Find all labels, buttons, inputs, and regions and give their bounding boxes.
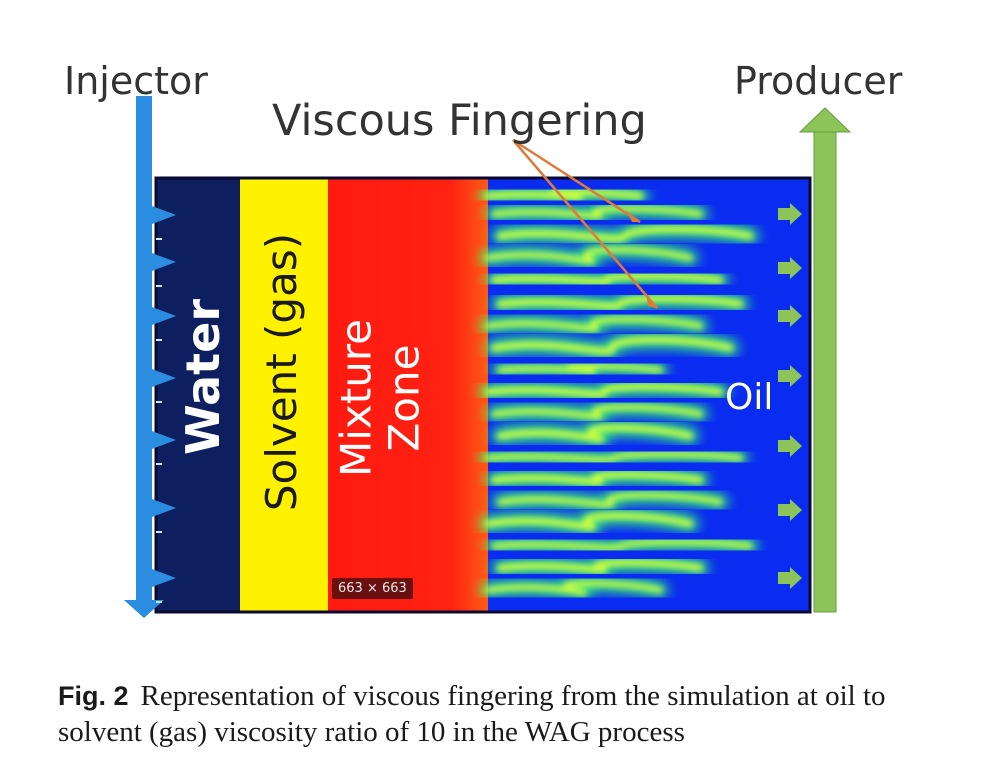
flow-arrow-icon [152, 369, 176, 387]
flow-arrow-icon [778, 365, 802, 387]
dimension-badge: 663 × 663 [332, 578, 413, 599]
finger [491, 290, 749, 315]
domain-outline [154, 176, 812, 614]
finger [485, 331, 739, 360]
flow-arrow-icon [152, 569, 176, 587]
flow-arrow-icon [778, 435, 802, 457]
finger [485, 267, 729, 290]
finger [486, 399, 708, 425]
finger [479, 378, 729, 403]
injector-pipe [124, 96, 164, 618]
finger [479, 507, 699, 536]
flow-arrow-icon [152, 307, 176, 325]
flow-arrow-icon [778, 257, 802, 279]
finger [480, 241, 698, 270]
caption-label: Fig. 2 [58, 681, 129, 711]
finger [491, 220, 759, 248]
mixture-label-line2: Zone [380, 344, 429, 452]
finger [491, 554, 709, 579]
finger [492, 487, 728, 513]
flow-arrow-icon [152, 253, 176, 271]
injector-down-arrow [124, 600, 164, 618]
finger [492, 358, 668, 380]
finger [485, 466, 709, 491]
injection-arrows [152, 206, 176, 603]
finger [486, 534, 758, 556]
flow-arrow-icon [778, 499, 802, 521]
mixture-label-line1: Mixture [331, 318, 381, 478]
viscous-fingers [479, 183, 759, 601]
producer-up-arrow [798, 107, 852, 133]
finger [486, 200, 708, 224]
producer-pipe [798, 107, 852, 613]
water-zone [156, 178, 240, 612]
flow-arrow-icon [778, 203, 802, 225]
finger [480, 446, 748, 468]
flow-arrow-icon [778, 567, 802, 589]
flow-arrow-icon [152, 206, 176, 224]
water-label: Water [176, 298, 230, 456]
oil-label: Oil [725, 377, 774, 418]
solvent-zone [240, 178, 328, 612]
mixture-zone [328, 178, 498, 612]
finger [479, 183, 649, 206]
finger [491, 419, 699, 448]
producer-label: Producer [734, 59, 903, 103]
flow-arrow-icon [778, 305, 802, 327]
injector-label: Injector [64, 59, 208, 103]
solvent-label: Solvent (gas) [257, 232, 306, 512]
flow-arrow-icon [152, 499, 176, 517]
finger [480, 311, 708, 337]
flow-arrow-icon [152, 431, 176, 449]
caption-text: Representation of viscous fingering from… [58, 680, 886, 749]
finger [480, 575, 668, 601]
production-arrows [778, 203, 802, 589]
mixture-zone-label: Mixture Zone [331, 318, 430, 478]
viscous-fingering-label: Viscous Fingering [272, 96, 647, 146]
leader-lines [512, 138, 658, 309]
